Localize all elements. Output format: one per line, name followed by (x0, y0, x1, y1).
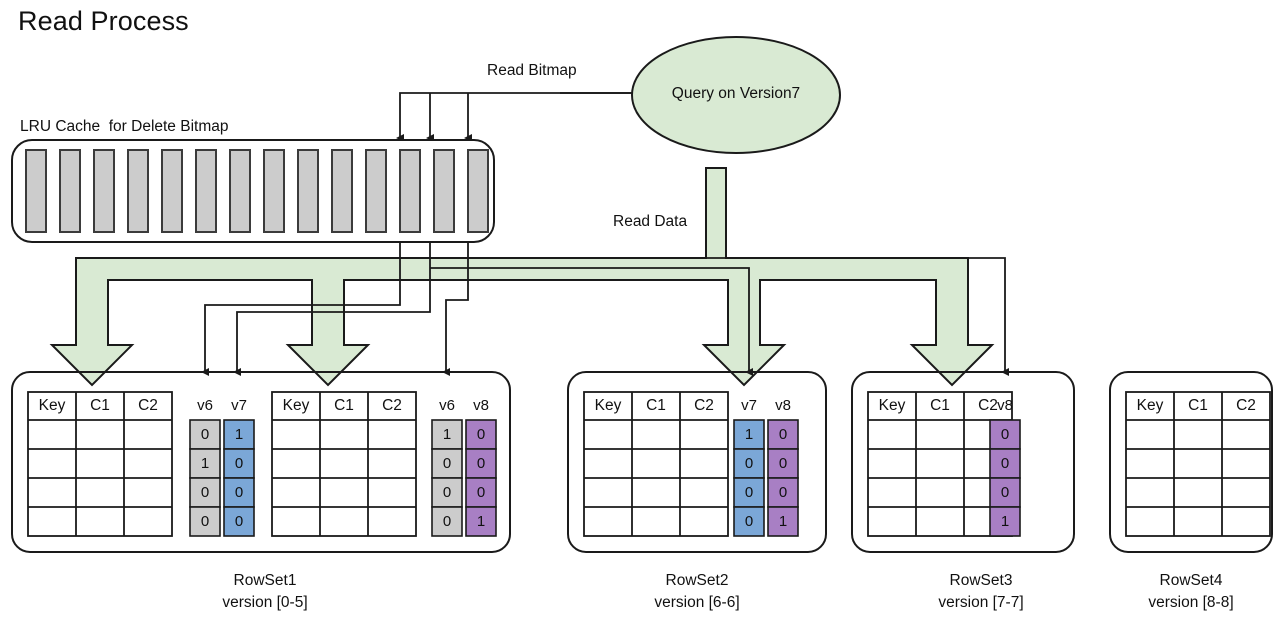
bitmap-cell-value: 0 (778, 426, 788, 443)
bitmap-cell-value: 0 (778, 484, 788, 501)
lru-cache-label: LRU Cache for Delete Bitmap (20, 118, 229, 135)
table-header-cell: Key (1136, 397, 1164, 414)
bitmap-column-label: v6 (197, 397, 213, 414)
rowset-name: RowSet4 (1159, 572, 1223, 589)
rowset-caption: RowSet4 version [8-8] (1091, 570, 1280, 614)
bitmap-cell-value: 1 (778, 513, 788, 530)
rowset-name: RowSet2 (665, 572, 729, 589)
bitmap-cell-value: 0 (744, 513, 754, 530)
bitmap-cell-value: 0 (234, 484, 244, 501)
bitmap-cell-value: 1 (744, 426, 754, 443)
query-node-label: Query on Version7 (671, 85, 801, 102)
bitmap-column-label: v8 (775, 397, 791, 414)
bitmap-cell-value: 0 (200, 426, 210, 443)
table-header-cell: C1 (334, 397, 354, 414)
read-data-edge-label: Read Data (613, 213, 688, 230)
bitmap-column-label: v6 (439, 397, 455, 414)
table-header-cell: C1 (646, 397, 666, 414)
bitmap-cell-value: 1 (200, 455, 210, 472)
bitmap-cell-value: 0 (1000, 455, 1010, 472)
table-header-cell: C2 (978, 397, 998, 414)
bitmap-cell-value: 0 (1000, 484, 1010, 501)
rowset-name: RowSet3 (949, 572, 1013, 589)
bitmap-cell-value: 0 (778, 455, 788, 472)
bitmap-cell-value: 0 (442, 513, 452, 530)
bitmap-column-label: v7 (741, 397, 757, 414)
bitmap-column-label: v8 (473, 397, 489, 414)
rowset-version: version [8-8] (1148, 594, 1234, 611)
rowset-caption: RowSet3 version [7-7] (881, 570, 1081, 614)
table-header-cell: Key (282, 397, 310, 414)
bitmap-cell-value: 0 (200, 484, 210, 501)
table-header-cell: C1 (90, 397, 110, 414)
rowset-version: version [6-6] (654, 594, 740, 611)
read-bitmap-edge-label: Read Bitmap (487, 62, 577, 79)
rowset-caption: RowSet2 version [6-6] (597, 570, 797, 614)
rowset-name: RowSet1 (233, 572, 297, 589)
table-header-cell: Key (594, 397, 622, 414)
table-header-cell: C1 (1188, 397, 1208, 414)
bitmap-cell-value: 0 (234, 455, 244, 472)
page-title: Read Process (18, 6, 189, 36)
rowset-version: version [0-5] (222, 594, 308, 611)
table-header-cell: C2 (1236, 397, 1256, 414)
bitmap-cell-value: 1 (1000, 513, 1010, 530)
table-header-cell: C2 (382, 397, 402, 414)
bitmap-cell-value: 0 (476, 484, 486, 501)
bitmap-column-label: v7 (231, 397, 247, 414)
bitmap-cell-value: 0 (476, 426, 486, 443)
rowset-caption: RowSet1 version [0-5] (165, 570, 365, 614)
bitmap-cell-value: 1 (476, 513, 486, 530)
bitmap-cell-value: 0 (200, 513, 210, 530)
bitmap-cell-value: 0 (442, 455, 452, 472)
bitmap-cell-value: 0 (744, 484, 754, 501)
table-header-cell: Key (878, 397, 906, 414)
bitmap-column-label: v8 (997, 397, 1013, 414)
bitmap-cell-value: 1 (442, 426, 452, 443)
table-header-cell: Key (38, 397, 66, 414)
bitmap-cell-value: 0 (1000, 426, 1010, 443)
bitmap-cell-value: 1 (234, 426, 244, 443)
bitmap-cell-value: 0 (476, 455, 486, 472)
bitmap-cell-value: 0 (442, 484, 452, 501)
table-header-cell: C1 (930, 397, 950, 414)
bitmap-cell-value: 0 (234, 513, 244, 530)
table-header-cell: C2 (694, 397, 714, 414)
bitmap-cell-value: 0 (744, 455, 754, 472)
table-header-cell: C2 (138, 397, 158, 414)
rowset-version: version [7-7] (938, 594, 1024, 611)
